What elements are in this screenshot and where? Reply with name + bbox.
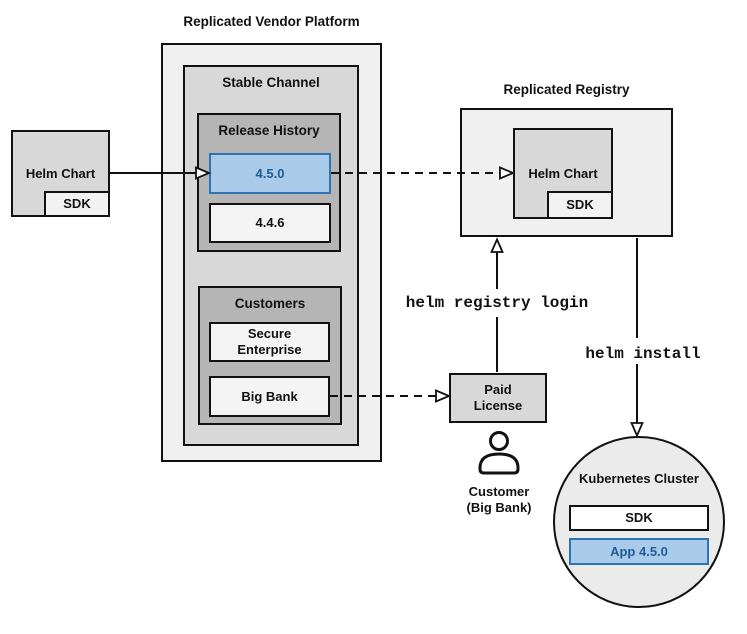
cluster-sdk-label: SDK — [625, 510, 653, 526]
paid-license-box: Paid License — [449, 373, 547, 423]
command-helm-install: helm install — [585, 345, 701, 363]
customer-caption: Customer (Big Bank) — [466, 484, 532, 515]
registry-sdk-box: SDK — [547, 191, 613, 219]
source-helm-chart-label: Helm Chart — [25, 165, 96, 181]
customer-item-big-bank: Big Bank — [209, 376, 330, 417]
customer-item-secure-enterprise: Secure Enterprise — [209, 322, 330, 362]
cluster-app-box: App 4.5.0 — [569, 538, 709, 565]
cluster-sdk-box: SDK — [569, 505, 709, 531]
platform-title: Replicated Vendor Platform — [183, 14, 360, 29]
release-item-4-5-0: 4.5.0 — [209, 153, 331, 194]
customer-person-icon — [478, 431, 520, 475]
source-sdk-box: SDK — [44, 191, 110, 217]
cluster-app-label: App 4.5.0 — [610, 543, 668, 559]
arrow-helm-install-icon — [630, 238, 644, 438]
release-history-title: Release History — [218, 123, 320, 138]
release-version: 4.5.0 — [255, 165, 285, 181]
kubernetes-cluster-title: Kubernetes Cluster — [579, 471, 699, 486]
release-item-4-4-6: 4.4.6 — [209, 203, 331, 243]
registry-helm-chart-label: Helm Chart — [528, 165, 598, 181]
registry-sdk-label: SDK — [566, 197, 594, 213]
paid-license-label: Paid License — [473, 382, 523, 413]
source-sdk-label: SDK — [63, 196, 91, 212]
release-version: 4.4.6 — [255, 215, 285, 231]
customer-name: Secure Enterprise — [237, 326, 302, 357]
customer-name: Big Bank — [241, 388, 298, 404]
customers-title: Customers — [234, 296, 306, 311]
registry-title: Replicated Registry — [503, 82, 630, 97]
command-registry-login: helm registry login — [405, 294, 589, 312]
stable-channel-title: Stable Channel — [222, 75, 320, 90]
